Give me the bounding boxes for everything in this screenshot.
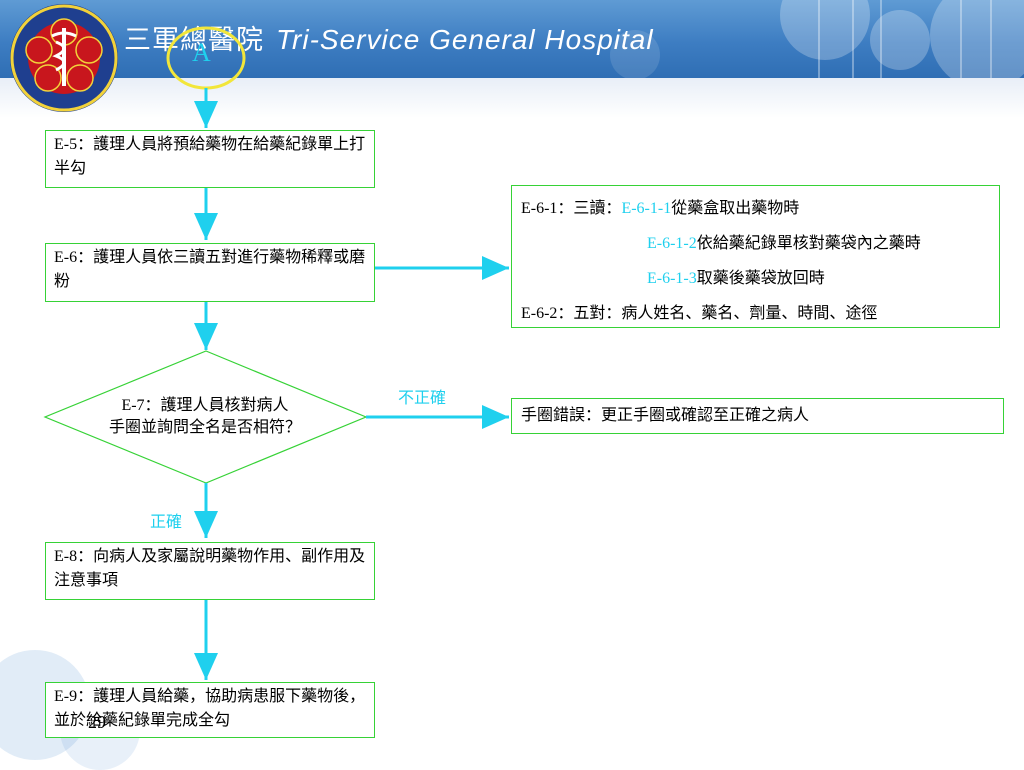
- detail-row-e611: E-6-1：三讀：E-6-1-1從藥盒取出藥物時: [521, 191, 990, 226]
- step-box-e9: E-9：護理人員給藥，協助病患服下藥物後，並於給藥紀錄單完成全勾: [45, 682, 375, 738]
- decision-text-e7: E-7：護理人員核對病人 手圈並詢問全名是否相符？: [45, 395, 365, 439]
- detail-e613-text: 取藥後藥袋放回時: [696, 270, 825, 287]
- connector-label-a: A: [192, 38, 211, 67]
- error-box-text: 手圈錯誤：更正手圈或確認至正確之病人: [521, 407, 810, 424]
- header-underline: [0, 78, 1024, 118]
- detail-row-e62: E-6-2：五對：病人姓名、藥名、劑量、時間、途徑: [521, 296, 990, 331]
- detail-row-e613: E-6-1-3取藥後藥袋放回時: [521, 261, 990, 296]
- detail-e62-text: E-6-2：五對：病人姓名、藥名、劑量、時間、途徑: [521, 305, 878, 322]
- step-box-e6: E-6：護理人員依三讀五對進行藥物稀釋或磨粉: [45, 243, 375, 302]
- hospital-logo: [10, 4, 118, 112]
- decision-text-e7-line2: 手圈並詢問全名是否相符？: [108, 419, 301, 436]
- detail-e61-prefix: E-6-1：三讀：: [521, 200, 622, 217]
- decision-text-e7-line1: E-7：護理人員核對病人: [121, 397, 289, 414]
- page-number: 29: [88, 712, 106, 732]
- step-text-e5: E-5：護理人員將預給藥物在給藥紀錄單上打半勾: [54, 136, 366, 177]
- detail-e613-code: E-6-1-3: [647, 270, 697, 287]
- detail-e612-text: 依給藥紀錄單核對藥袋內之藥時: [696, 235, 921, 252]
- header-title-en: Tri-Service General Hospital: [276, 24, 654, 55]
- step-box-e5: E-5：護理人員將預給藥物在給藥紀錄單上打半勾: [45, 130, 375, 188]
- step-text-e6: E-6：護理人員依三讀五對進行藥物稀釋或磨粉: [54, 249, 366, 290]
- detail-e611-code: E-6-1-1: [621, 200, 672, 217]
- step-text-e8: E-8：向病人及家屬說明藥物作用、副作用及注意事項: [54, 548, 366, 589]
- detail-e611-text: 從藥盒取出藥物時: [671, 200, 800, 217]
- detail-row-e612: E-6-1-2依給藥紀錄單核對藥袋內之藥時: [521, 226, 990, 261]
- branch-label-incorrect: 不正確: [398, 390, 447, 407]
- step-text-e9: E-9：護理人員給藥，協助病患服下藥物後，並於給藥紀錄單完成全勾: [54, 688, 366, 729]
- step-box-e8: E-8：向病人及家屬說明藥物作用、副作用及注意事項: [45, 542, 375, 600]
- error-box: 手圈錯誤：更正手圈或確認至正確之病人: [511, 398, 1004, 434]
- detail-box-e6: E-6-1：三讀：E-6-1-1從藥盒取出藥物時 E-6-1-2依給藥紀錄單核對…: [511, 185, 1000, 328]
- detail-e612-code: E-6-1-2: [647, 235, 697, 252]
- branch-label-correct: 正確: [150, 514, 183, 531]
